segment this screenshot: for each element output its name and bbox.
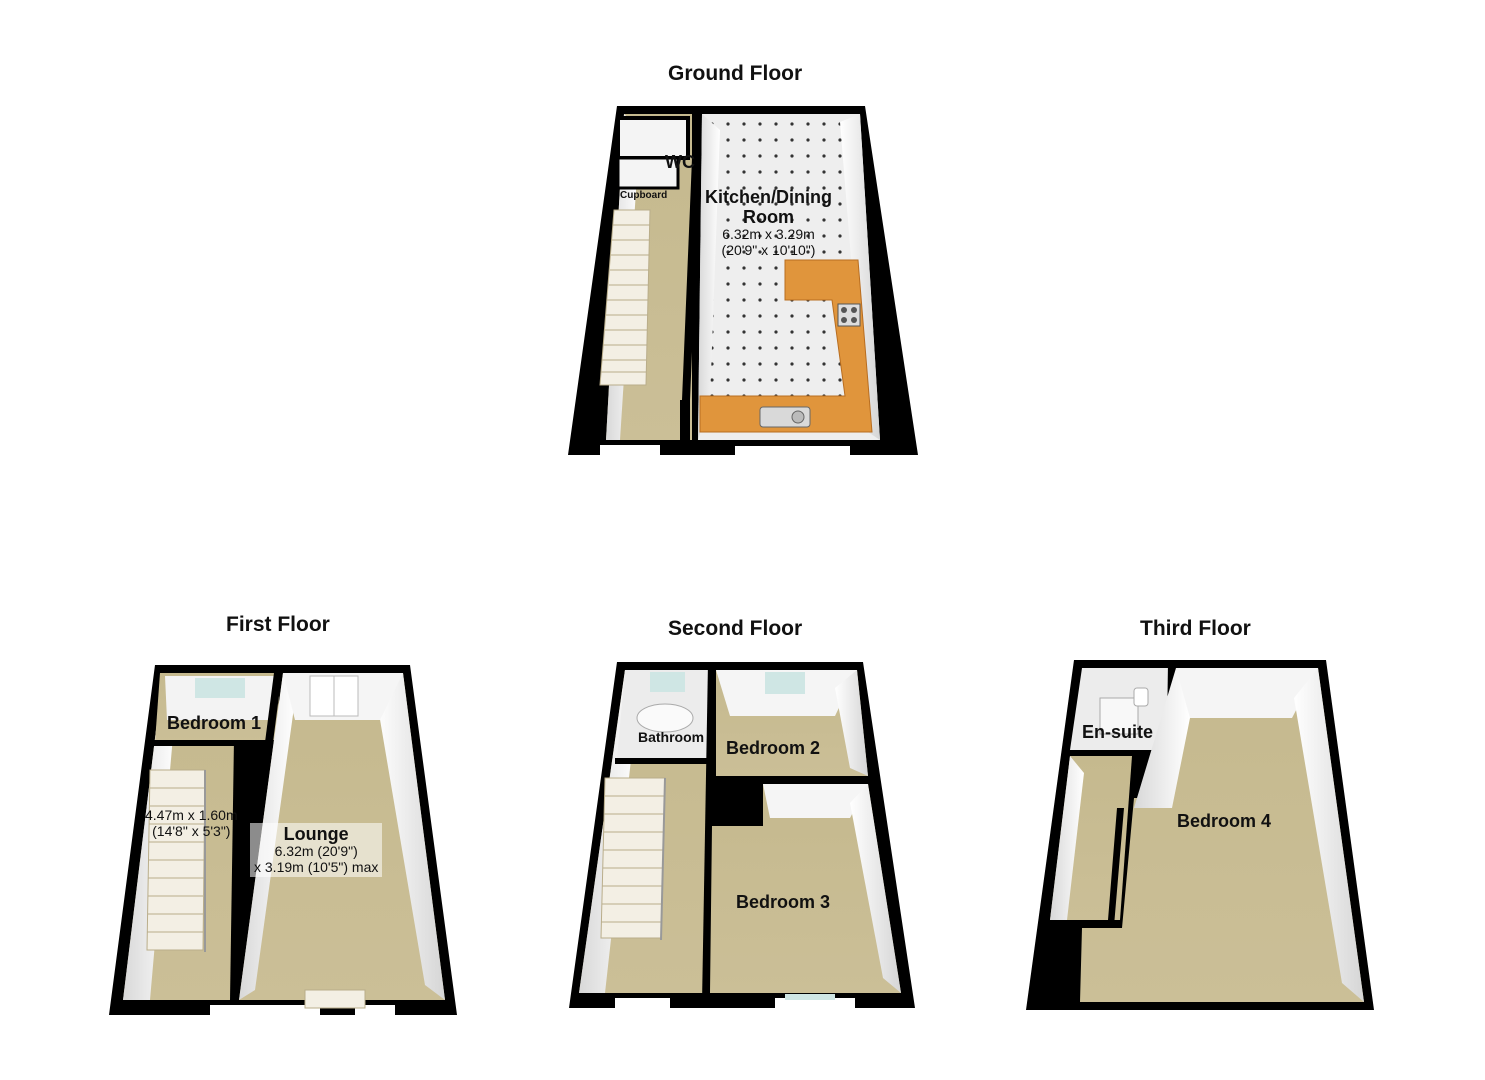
first-stairs-down [304, 989, 366, 1009]
ensuite-toilet [1133, 687, 1149, 707]
ground-floor-plan [568, 106, 918, 455]
ground-stairs [599, 209, 651, 386]
kitchen-wall-left [698, 114, 720, 440]
second-floor-title: Second Floor [668, 617, 803, 640]
first-stairs [146, 769, 206, 952]
bedroom3-wall-right [850, 784, 901, 993]
hob [837, 303, 861, 327]
bedroom2-wall-right [835, 670, 868, 776]
lounge-label: Lounge 6.32m (20'9") x 3.19m (10'5") max [250, 823, 383, 877]
bedroom3-window [785, 994, 835, 1000]
cupboard-box [616, 156, 680, 190]
bedroom4-label: Bedroom 4 [1177, 811, 1272, 831]
lounge-wall-right [375, 673, 445, 1000]
bedroom4-back-wall [1176, 668, 1318, 718]
cupboard-label: Cupboard [620, 190, 668, 201]
bedroom4-floor [1080, 668, 1364, 1002]
bedroom4-wall-right [1294, 668, 1364, 1002]
second-stairs [600, 777, 666, 941]
third-floor-plan [1026, 660, 1374, 1010]
bathroom-label: Bathroom [638, 729, 705, 745]
bedroom4-wall-left [1134, 668, 1190, 808]
kitchen-worktop [699, 259, 873, 433]
bedroom1-window [195, 678, 245, 698]
first-floor-title: First Floor [226, 613, 330, 636]
ground-floor-title: Ground Floor [668, 62, 803, 85]
ground-partition [682, 110, 702, 400]
kitchen-wall-right [840, 114, 880, 440]
landing-label: 4.47m x 1.60m (14'8" x 5'3") [145, 807, 238, 839]
bedroom2-window [765, 672, 805, 694]
third-floor-title: Third Floor [1140, 617, 1251, 640]
bathroom-window [650, 672, 685, 692]
wc-label: WC [665, 152, 695, 172]
bedroom1-label: Bedroom 1 [167, 713, 262, 733]
kitchen-label: Kitchen/Dining Room 6.32m x 3.29m (20'9"… [705, 187, 832, 258]
ensuite-label: En-suite [1082, 722, 1154, 742]
second-partition [702, 662, 716, 1003]
bedroom3-back-wall [763, 784, 868, 818]
second-floor-plan [569, 662, 915, 1008]
ensuite-shower [1099, 697, 1139, 735]
bedroom2-label: Bedroom 2 [726, 738, 821, 758]
bedroom3-floor [710, 784, 901, 993]
bath [636, 703, 694, 733]
third-left-wall [1050, 756, 1084, 920]
bedroom3-label: Bedroom 3 [736, 892, 831, 912]
third-closet-wall [1052, 808, 1124, 926]
